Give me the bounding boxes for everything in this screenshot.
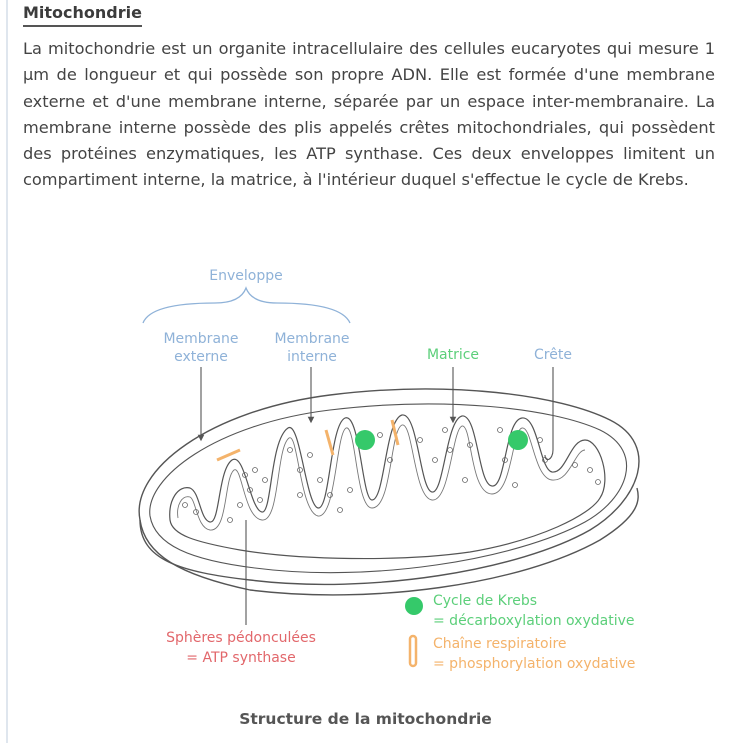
krebs-cycle-markers (355, 430, 528, 450)
label-membrane-interne-1: Membrane (274, 331, 349, 347)
diagram-caption: Structure de la mitochondrie (239, 710, 492, 728)
label-matrice: Matrice (427, 347, 479, 363)
pointer-lines (197, 367, 554, 625)
legend-chaine-swatch (408, 634, 418, 668)
mitochondria-diagram: Enveloppe Membrane externe Membrane inte… (138, 268, 640, 672)
matrix-granules (182, 427, 601, 523)
inner-membrane-cristae (169, 414, 606, 560)
label-enveloppe: Enveloppe (209, 268, 282, 284)
respiratory-chain-markers (216, 419, 400, 462)
legend-chaine-1: Chaîne respiratoire (433, 636, 567, 652)
section-title: Mitochondrie (23, 3, 142, 27)
label-spheres-1: Sphères pédonculées (166, 630, 316, 646)
label-spheres-2: = ATP synthase (186, 650, 295, 666)
enveloppe-brace (142, 286, 351, 324)
label-membrane-externe-2: externe (174, 349, 228, 365)
label-crete: Crête (534, 347, 572, 363)
label-membrane-interne-2: interne (287, 349, 337, 365)
legend: Cycle de Krebs = décarboxylation oxydati… (405, 593, 635, 672)
section-paragraph: La mitochondrie est un organite intracel… (23, 39, 715, 190)
legend-krebs-swatch (405, 597, 423, 615)
legend-chaine-2: = phosphorylation oxydative (433, 656, 635, 672)
left-border-rule (6, 0, 8, 743)
label-membrane-externe-1: Membrane (163, 331, 238, 347)
legend-krebs-2: = décarboxylation oxydative (433, 613, 635, 629)
legend-krebs-1: Cycle de Krebs (433, 593, 537, 609)
